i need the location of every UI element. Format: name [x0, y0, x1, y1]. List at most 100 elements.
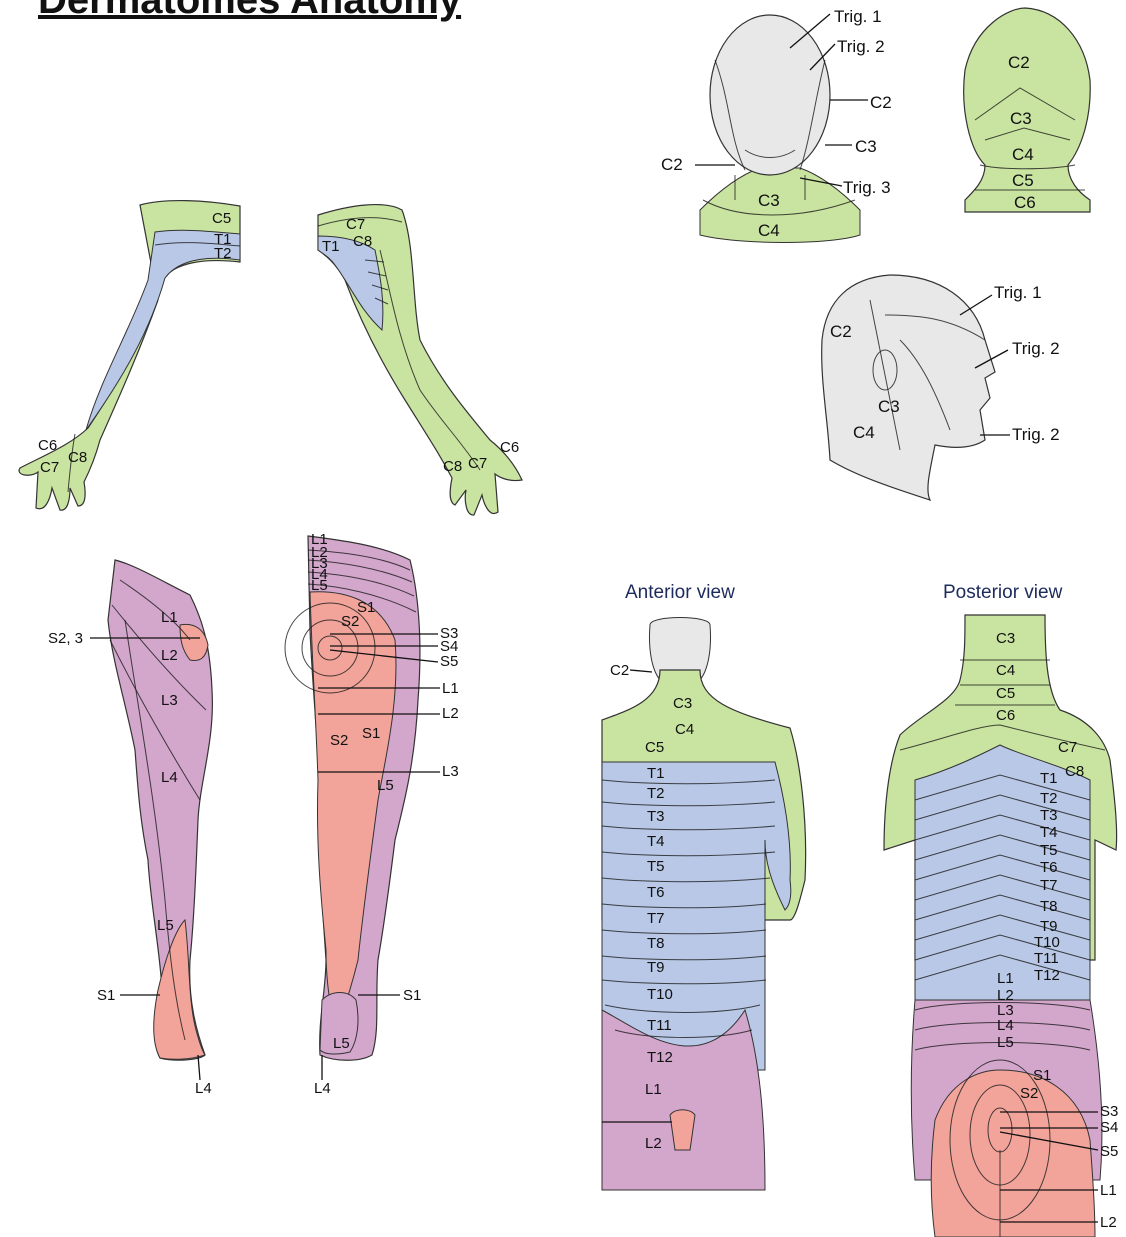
leg-label: S1 — [97, 987, 115, 1004]
leg-label: L5 — [377, 777, 394, 794]
leg-label: L2 — [161, 647, 178, 664]
dermatome-label: C8 — [1065, 763, 1084, 780]
head-label: C2 — [870, 93, 892, 112]
dermatome-label: T11 — [1034, 950, 1059, 967]
dermatome-label: C3 — [673, 695, 692, 712]
dermatome-label: S1 — [1033, 1067, 1051, 1084]
head-label: C2 — [830, 322, 852, 341]
head-label: C4 — [853, 423, 875, 442]
dermatome-label: L2 — [645, 1135, 662, 1152]
dermatome-label: C2 — [610, 662, 629, 679]
head-label: C4 — [758, 221, 780, 240]
dermatome-label: T10 — [1034, 934, 1060, 951]
head-side — [822, 275, 1010, 500]
anterior-view-label: Anterior view — [625, 582, 735, 603]
arm-label: C6 — [500, 439, 519, 456]
dermatome-label: T1 — [1040, 770, 1058, 787]
dermatome-label: T10 — [647, 986, 673, 1003]
dermatome-label: T4 — [1040, 824, 1058, 841]
arm-label: C8 — [353, 233, 372, 250]
dermatome-label: T7 — [1040, 877, 1058, 894]
leg-label: S1 — [403, 987, 421, 1004]
leg-label: L5 — [157, 917, 174, 934]
dermatome-label: C5 — [996, 685, 1015, 702]
head-label: C2 — [1008, 53, 1030, 72]
arm-label: C7 — [468, 455, 487, 472]
head-label: C3 — [855, 137, 877, 156]
head-label: Trig. 1 — [994, 283, 1042, 302]
right-arm — [318, 205, 522, 515]
arm-label: T1 — [322, 238, 340, 255]
leg-label: L5 — [311, 577, 328, 594]
dermatome-label: T11 — [647, 1017, 672, 1034]
head-label: Trig. 2 — [1012, 339, 1060, 358]
arm-label: T2 — [214, 245, 232, 262]
leg-label: S2 — [341, 613, 359, 630]
arm-label: C6 — [38, 437, 57, 454]
posterior-view-label: Posterior view — [943, 582, 1063, 603]
dermatome-label: T5 — [647, 858, 665, 875]
head-label: C4 — [1012, 145, 1034, 164]
dermatome-label: S4 — [1100, 1119, 1118, 1136]
dermatome-label: T6 — [1040, 859, 1058, 876]
leg-label: L3 — [161, 692, 178, 709]
leg-label: S1 — [362, 725, 380, 742]
dermatome-label: L5 — [997, 1034, 1014, 1051]
dermatome-label: L1 — [1100, 1182, 1117, 1199]
dermatome-label: T9 — [1040, 918, 1058, 935]
dermatome-label: C3 — [996, 630, 1015, 647]
dermatome-label: T7 — [647, 910, 665, 927]
leg-label: L4 — [195, 1080, 212, 1097]
head-label: C5 — [1012, 171, 1034, 190]
dermatome-label: T6 — [647, 884, 665, 901]
dermatome-label: L4 — [997, 1017, 1014, 1034]
dermatome-label: T8 — [647, 935, 665, 952]
arm-label: C7 — [346, 216, 365, 233]
head-label: Trig. 1 — [834, 7, 882, 26]
arm-label: C5 — [212, 210, 231, 227]
dermatome-label: T12 — [1034, 967, 1060, 984]
head-label: C3 — [758, 191, 780, 210]
leg-label: S2, 3 — [48, 630, 83, 647]
leg-label: S2 — [330, 732, 348, 749]
dermatome-label: T5 — [1040, 842, 1058, 859]
head-label: Trig. 3 — [843, 178, 891, 197]
leg-label: L5 — [333, 1035, 350, 1052]
leg-label: S1 — [357, 599, 375, 616]
leg-label: S5 — [440, 653, 458, 670]
anterior-torso — [602, 618, 806, 1191]
head-label: C3 — [878, 397, 900, 416]
dermatome-label: L1 — [997, 970, 1014, 987]
head-label: Trig. 2 — [837, 37, 885, 56]
dermatome-label: C4 — [675, 721, 694, 738]
leg-label: L4 — [161, 769, 178, 786]
arm-label: C8 — [443, 458, 462, 475]
head-label: C6 — [1014, 193, 1036, 212]
leg-label: L4 — [314, 1080, 331, 1097]
dermatome-label: S3 — [1100, 1103, 1118, 1120]
dermatome-label: T12 — [647, 1049, 673, 1066]
arm-label: C7 — [40, 459, 59, 476]
head-label: Trig. 2 — [1012, 425, 1060, 444]
dermatome-label: C4 — [996, 662, 1015, 679]
dermatome-label: C6 — [996, 707, 1015, 724]
leg-label: L1 — [161, 609, 178, 626]
dermatome-label: T3 — [1040, 807, 1058, 824]
leg-label: L2 — [442, 705, 459, 722]
dermatome-label: L1 — [645, 1081, 662, 1098]
leg-label: L3 — [442, 763, 459, 780]
arm-label: C8 — [68, 449, 87, 466]
dermatome-label: S5 — [1100, 1143, 1118, 1160]
dermatome-label: T3 — [647, 808, 665, 825]
dermatome-label: T1 — [647, 765, 665, 782]
dermatome-label: T4 — [647, 833, 665, 850]
dermatome-label: C5 — [645, 739, 664, 756]
dermatome-label: C7 — [1058, 739, 1077, 756]
dermatome-label: T2 — [1040, 790, 1058, 807]
dermatome-label: T8 — [1040, 898, 1058, 915]
head-label: C2 — [661, 155, 683, 174]
dermatome-label: T9 — [647, 959, 665, 976]
dermatome-label: S2 — [1020, 1085, 1038, 1102]
head-label: C3 — [1010, 109, 1032, 128]
